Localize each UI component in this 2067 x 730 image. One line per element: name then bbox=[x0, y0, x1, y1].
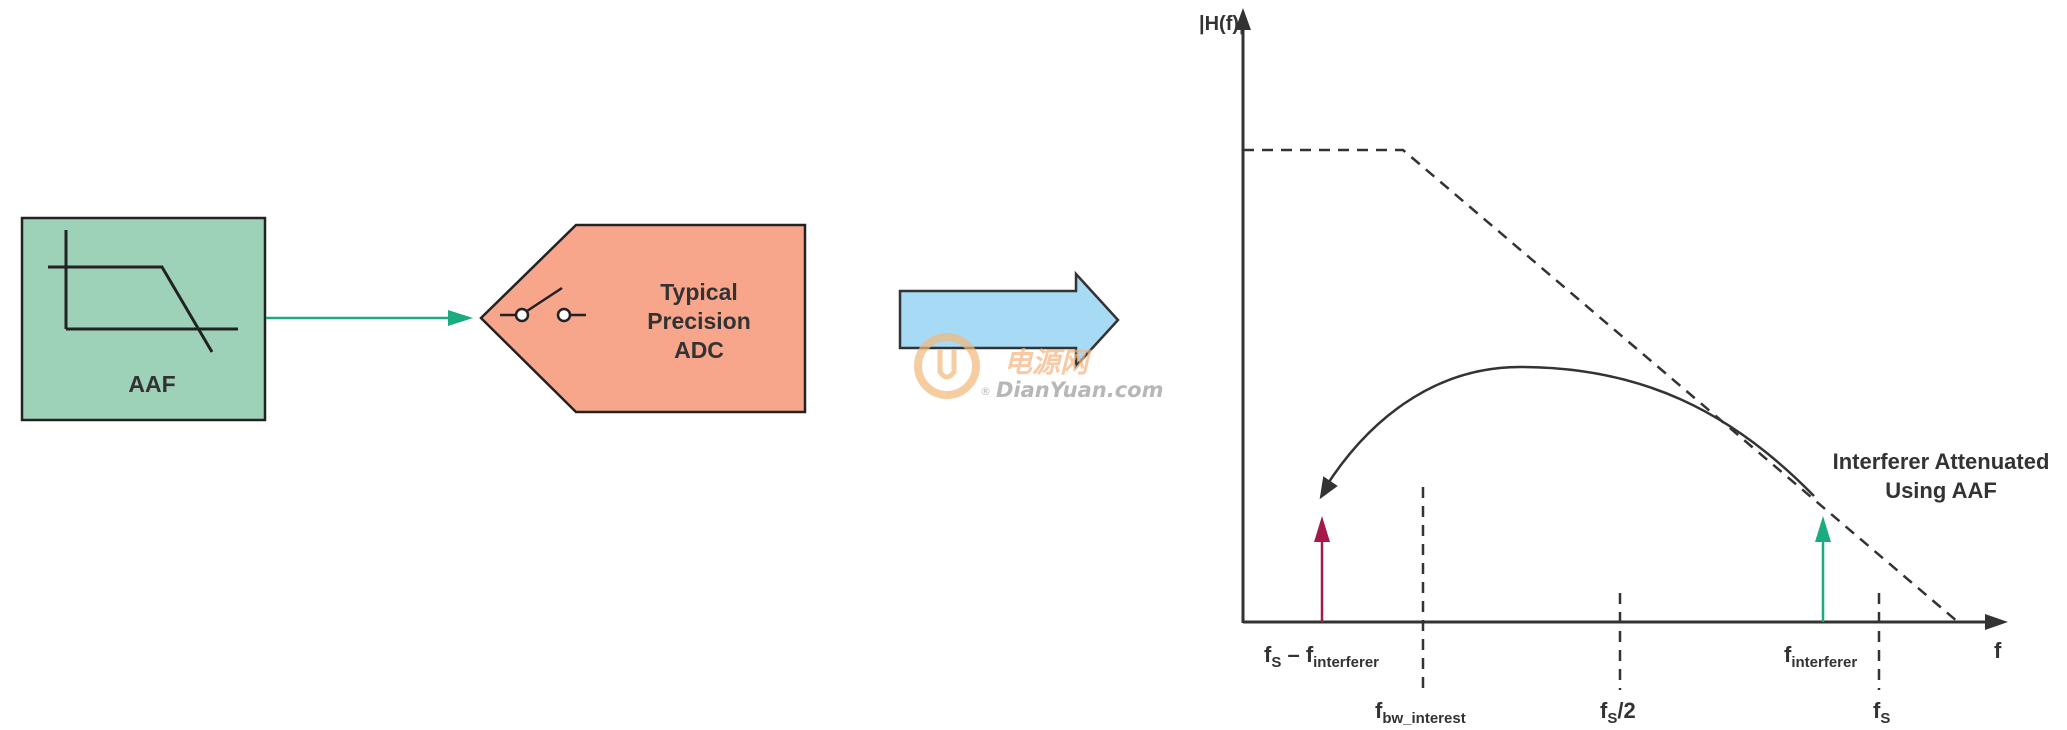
folding-curve bbox=[1323, 365, 1815, 497]
lowpass-filter-icon bbox=[48, 230, 238, 353]
watermark: 电源网 ® DianYuan.com bbox=[914, 333, 1163, 402]
signal-link-arrow bbox=[266, 310, 473, 326]
aaf-box bbox=[20, 216, 267, 422]
y-axis-label: |H(f)| bbox=[1199, 13, 1245, 35]
tick-label-fbw-interest: fbw_interest bbox=[1375, 698, 1466, 727]
tick-label-fs: fS bbox=[1873, 698, 1890, 727]
alias-arrow-head bbox=[1314, 516, 1330, 542]
adc-shape bbox=[479, 223, 807, 414]
y-axis-arrow bbox=[1235, 8, 1251, 30]
watermark-mark: ® bbox=[980, 385, 991, 398]
adc-label-line2: Precision bbox=[647, 308, 751, 334]
tick-label-fs-half: fS/2 bbox=[1600, 698, 1636, 727]
frequency-plot: |H(f)| f Interferer Attenuated Using AAF… bbox=[1199, 8, 2049, 727]
watermark-logo-icon bbox=[914, 333, 980, 399]
x-axis-arrow bbox=[1985, 614, 2008, 630]
interferer-arrow-head bbox=[1815, 516, 1831, 542]
aaf-block: AAF bbox=[20, 216, 267, 422]
annotation-line1: Interferer Attenuated bbox=[1833, 449, 2050, 474]
switch-icon bbox=[500, 286, 586, 323]
watermark-cn: 电源网 bbox=[1004, 346, 1092, 379]
adc-block: Typical Precision ADC bbox=[479, 223, 807, 414]
adc-label-line1: Typical bbox=[660, 279, 738, 305]
watermark-en: DianYuan.com bbox=[996, 378, 1163, 402]
tick-label-finterferer: finterferer bbox=[1784, 642, 1857, 671]
adc-label-line3: ADC bbox=[674, 337, 724, 363]
folding-curve-arrowhead bbox=[1319, 476, 1338, 500]
filter-response-curve bbox=[1243, 148, 1959, 623]
annotation-line2: Using AAF bbox=[1885, 478, 1997, 503]
x-axis-label: f bbox=[1994, 638, 2002, 663]
aaf-label: AAF bbox=[128, 371, 175, 397]
tick-label-fs-minus-finterferer: fS – finterferer bbox=[1264, 642, 1379, 671]
